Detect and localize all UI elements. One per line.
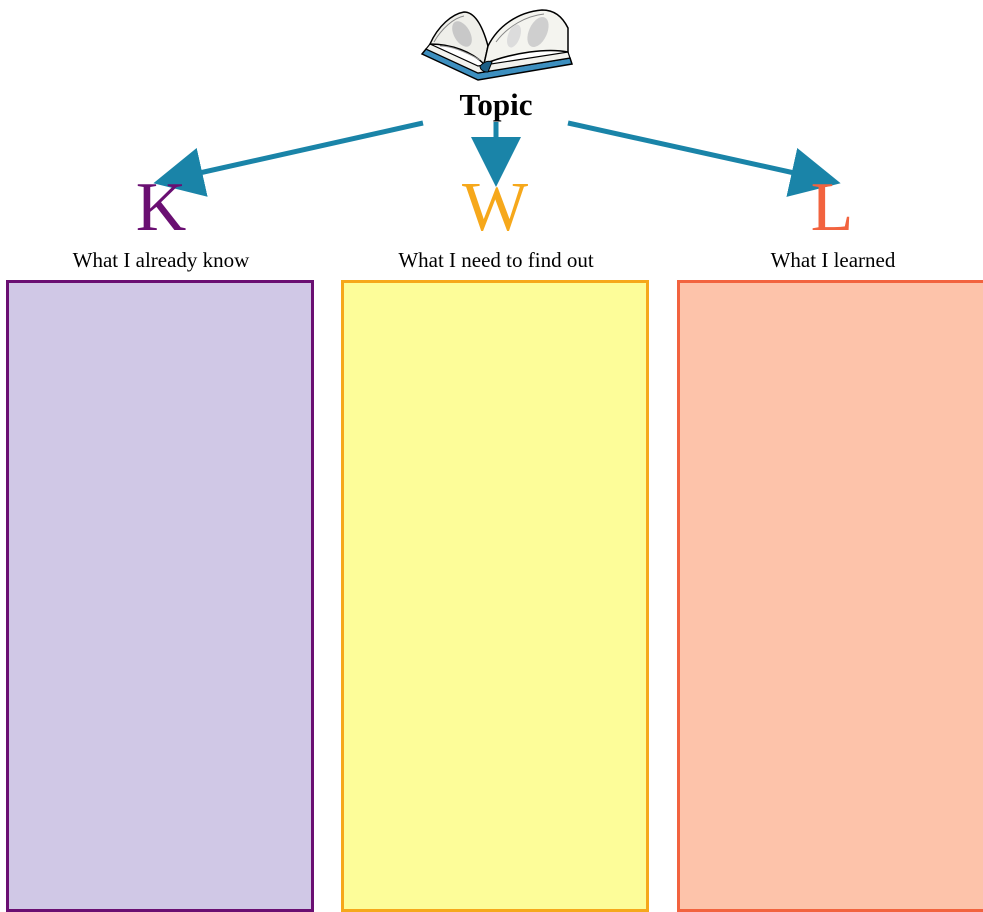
letter-k: K <box>135 169 187 246</box>
topic-arrows <box>153 120 841 197</box>
arrow-to-k <box>153 120 424 197</box>
subtitle-l: What I learned <box>770 248 896 272</box>
topic-label: Topic <box>459 87 533 122</box>
subtitle-k: What I already know <box>72 248 250 272</box>
open-book-icon <box>420 9 573 81</box>
subtitle-w: What I need to find out <box>398 248 594 272</box>
letter-w: W <box>461 169 529 246</box>
box-w[interactable] <box>341 280 649 912</box>
box-k[interactable] <box>6 280 314 912</box>
letter-l: L <box>810 169 854 246</box>
arrow-to-l <box>567 120 841 197</box>
box-l[interactable] <box>677 280 983 912</box>
